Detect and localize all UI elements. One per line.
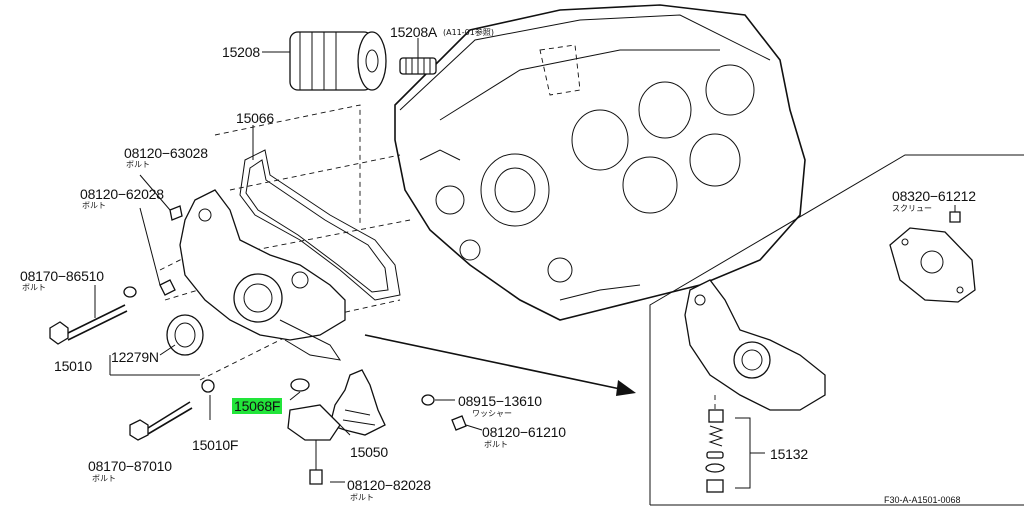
label-15066[interactable]: 15066 (236, 110, 274, 126)
label-08120-62028[interactable]: 08120−62028 (80, 186, 164, 202)
oil-strainer-drawing (287, 369, 386, 441)
pump-cover-plate-drawing (889, 227, 976, 303)
label-15010f[interactable]: 15010F (192, 437, 239, 453)
highlighted-part-number: 15068F (232, 398, 283, 414)
label-08120-82028[interactable]: 08120−82028 (347, 477, 431, 493)
note-08320-61212: スクリュー (892, 204, 932, 213)
label-12279n[interactable]: 12279N (111, 349, 159, 365)
engine-block-drawing (394, 4, 806, 321)
leader-lines (94, 38, 956, 483)
note-08170-87010: ボルト (92, 474, 116, 483)
label-08120-61210[interactable]: 08120−61210 (482, 424, 566, 440)
note-15208a: (A11-01参照) (443, 28, 494, 37)
label-15050[interactable]: 15050 (350, 444, 388, 460)
detail-arrow (364, 334, 636, 396)
label-08170-86510[interactable]: 08170−86510 (20, 268, 104, 284)
note-08120-63028: ボルト (126, 160, 150, 169)
note-08170-86510: ボルト (22, 283, 46, 292)
oil-pump-body-drawing (179, 189, 346, 361)
note-08120-62028: ボルト (82, 201, 106, 210)
label-08320-61212[interactable]: 08320−61212 (892, 188, 976, 204)
filter-union-drawing (399, 57, 437, 75)
label-08170-87010[interactable]: 08170−87010 (88, 458, 172, 474)
note-08915-13610: ワッシャー (472, 409, 512, 418)
label-15208[interactable]: 15208 (222, 44, 260, 60)
label-08915-13610[interactable]: 08915−13610 (458, 393, 542, 409)
label-15132[interactable]: 15132 (770, 446, 808, 462)
oil-seal-drawing (166, 314, 204, 356)
note-08120-61210: ボルト (484, 440, 508, 449)
inset-detail-box (649, 154, 1024, 506)
diagram-code: F30-A-A1501-0068 (884, 495, 961, 505)
label-08120-63028[interactable]: 08120−63028 (124, 145, 208, 161)
relief-valve-parts-drawing (705, 395, 765, 493)
note-08120-82028: ボルト (350, 493, 374, 502)
pump-gasket-drawing (239, 149, 401, 301)
inset-oil-pump-drawing (684, 279, 826, 411)
label-15068f[interactable]: 15068F (232, 398, 283, 414)
bolts-drawing (49, 205, 961, 485)
label-15208a[interactable]: 15208A (390, 24, 438, 40)
label-15010[interactable]: 15010 (54, 358, 92, 374)
oil-filter-drawing (289, 31, 387, 91)
